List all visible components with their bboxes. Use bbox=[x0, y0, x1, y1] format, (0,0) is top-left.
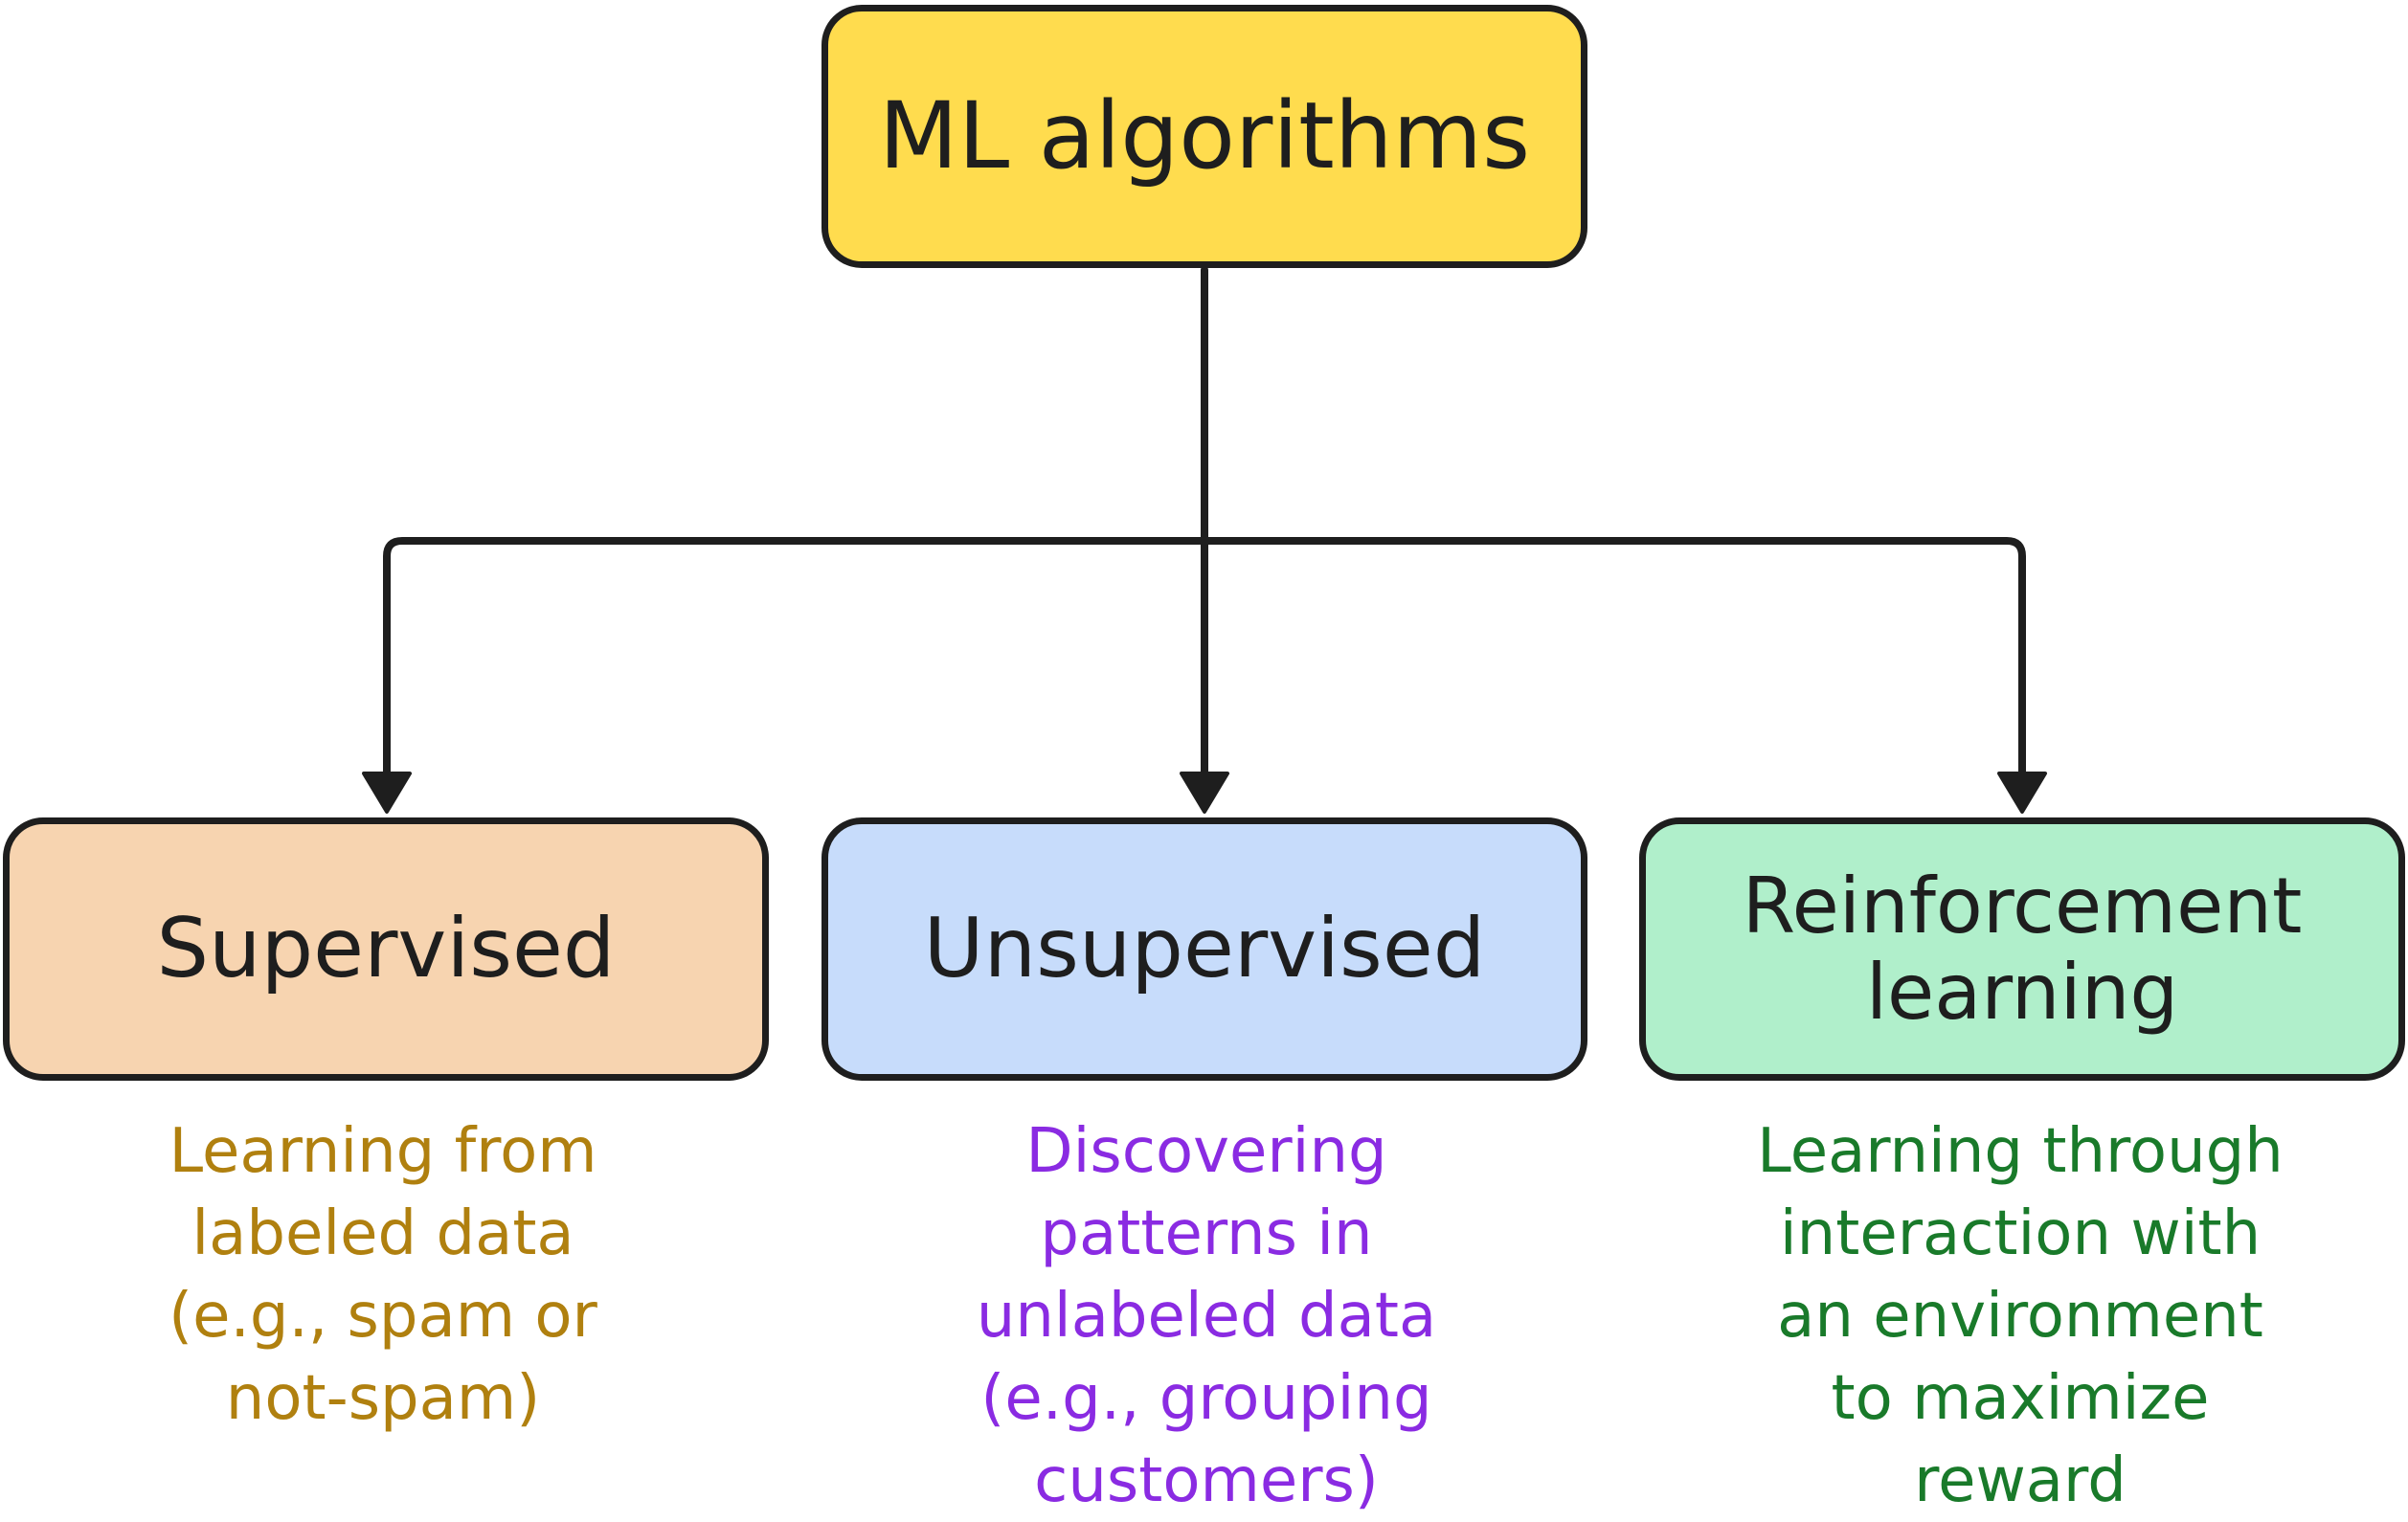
branch-bar bbox=[383, 537, 2026, 789]
reinforcement-node: Reinforcement learning bbox=[1639, 817, 2405, 1081]
root-node: ML algorithms bbox=[821, 5, 1587, 268]
arrowhead-unsupervised-icon bbox=[1180, 772, 1229, 814]
unsupervised-label: Unsupervised bbox=[923, 901, 1486, 997]
reinforcement-label: Reinforcement learning bbox=[1742, 861, 2303, 1037]
root-label: ML algorithms bbox=[878, 81, 1531, 190]
reinforcement-description: Learning through interaction with an env… bbox=[1757, 1116, 2284, 1516]
arrowhead-reinforcement-icon bbox=[1997, 772, 2047, 814]
supervised-label: Supervised bbox=[156, 901, 616, 997]
supervised-description: Learning from labeled data (e.g., spam o… bbox=[169, 1116, 597, 1434]
supervised-node: Supervised bbox=[3, 817, 769, 1081]
unsupervised-node: Unsupervised bbox=[821, 817, 1587, 1081]
unsupervised-description: Discovering patterns in unlabeled data (… bbox=[976, 1116, 1437, 1516]
arrowhead-supervised-icon bbox=[362, 772, 412, 814]
